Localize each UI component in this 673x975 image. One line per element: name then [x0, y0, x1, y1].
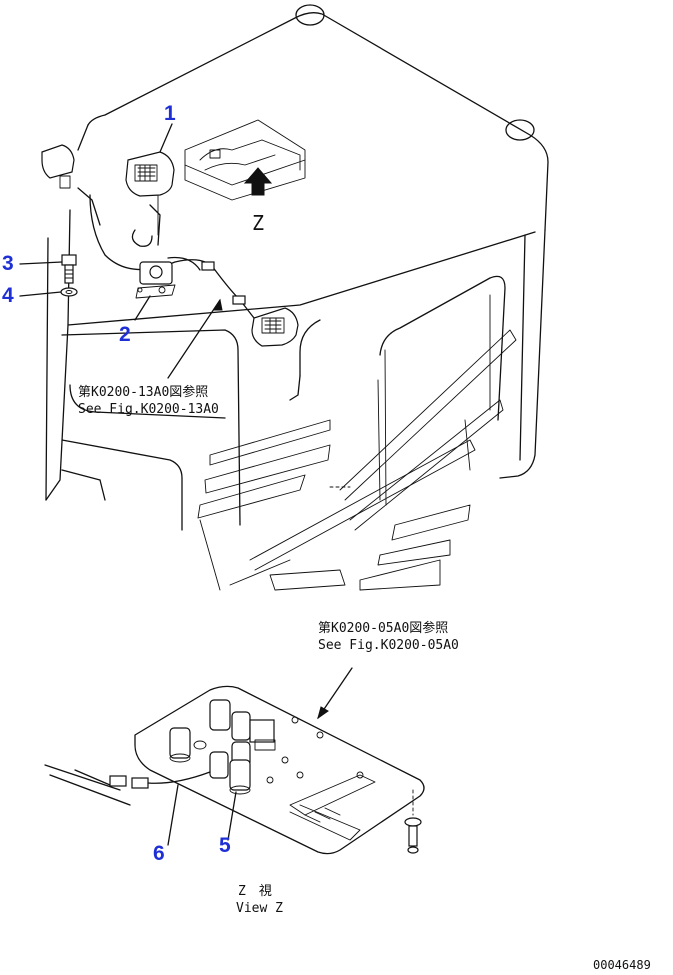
ref-upper-en: See Fig.K0200-13A0 — [78, 402, 219, 417]
callout-2: 2 — [119, 323, 131, 346]
cab-body — [45, 4, 549, 591]
work-lamp-left — [41, 144, 75, 189]
harness-assembly — [41, 144, 299, 379]
work-lamp-right — [251, 307, 299, 347]
ref-upper-jp: 第K0200-13A0図参照 — [78, 384, 208, 400]
washer-4 — [60, 287, 78, 297]
callout-4: 4 — [2, 284, 14, 307]
view-z-plate — [44, 667, 425, 855]
switch-5 — [169, 699, 251, 795]
callout-1: 1 — [164, 102, 176, 125]
glass-pattern — [197, 329, 517, 591]
view-title-en: View Z — [236, 901, 283, 916]
ref-lower-en: See Fig.K0200-05A0 — [318, 638, 459, 653]
ref-lower-jp: 第K0200-05A0図参照 — [318, 620, 448, 636]
view-title-jp: Z 視 — [238, 884, 272, 899]
callout-5: 5 — [219, 834, 231, 857]
callout-6: 6 — [153, 842, 165, 865]
callout-3: 3 — [2, 252, 14, 275]
drawing-number: 00046489 — [593, 958, 651, 972]
bolt-3 — [61, 254, 77, 284]
detail-z-inset: Z — [184, 119, 306, 235]
harness-6 — [44, 764, 211, 806]
clamp-2 — [135, 261, 176, 299]
work-lamp-1 — [125, 151, 175, 236]
view-z-arrow-label: Z — [252, 211, 264, 235]
